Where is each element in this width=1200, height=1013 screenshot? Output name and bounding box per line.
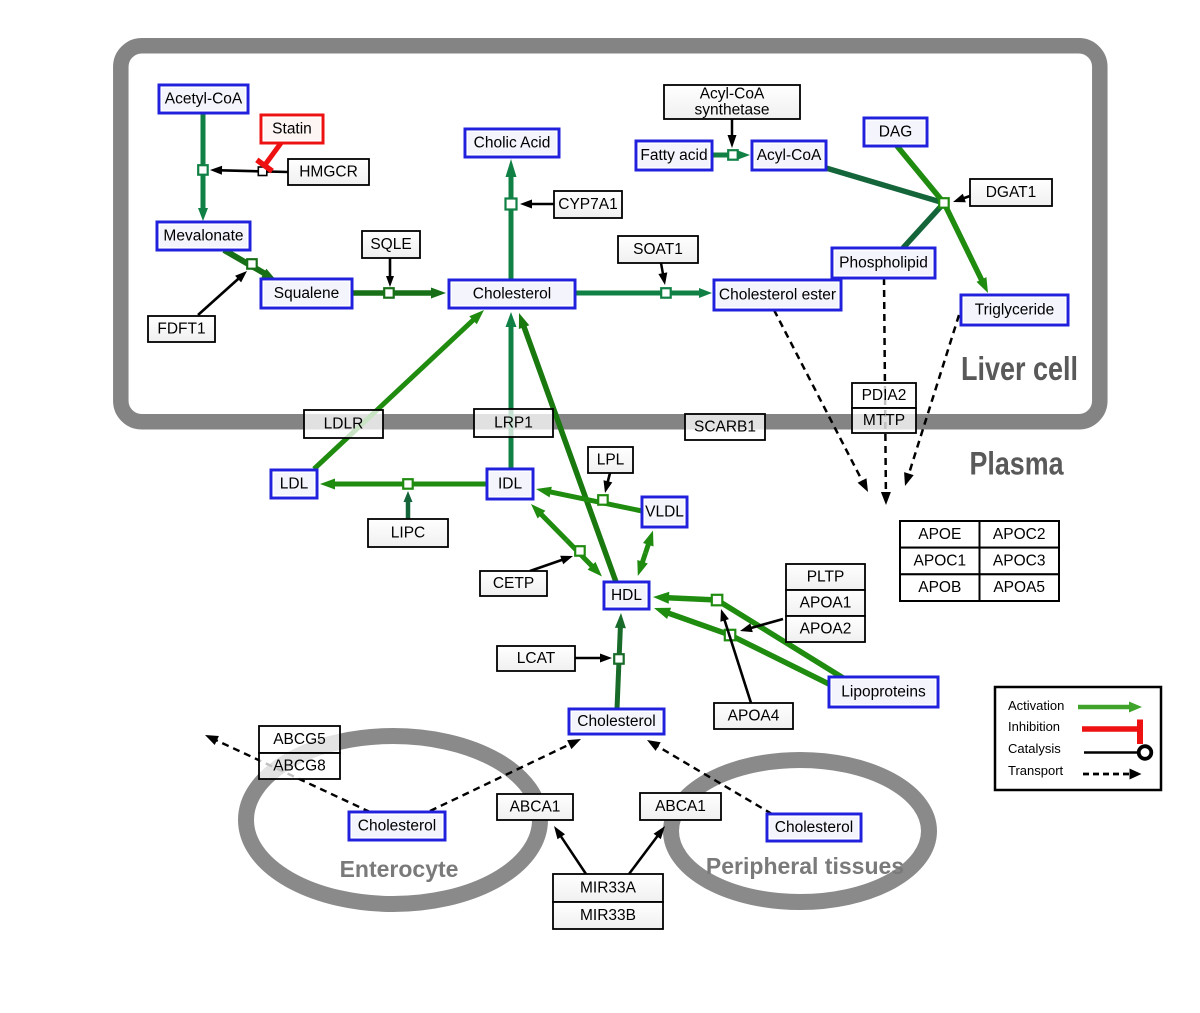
svg-text:Activation: Activation [1008, 698, 1064, 713]
svg-text:ABCG8: ABCG8 [273, 758, 326, 775]
svg-text:IDL: IDL [498, 476, 523, 493]
svg-text:Fatty acid: Fatty acid [640, 147, 707, 164]
svg-text:SOAT1: SOAT1 [633, 241, 683, 258]
svg-text:LPL: LPL [597, 452, 625, 469]
svg-text:Lipoproteins: Lipoproteins [841, 684, 926, 701]
svg-text:CYP7A1: CYP7A1 [558, 196, 617, 213]
svg-text:APOB: APOB [918, 579, 961, 596]
svg-text:DAG: DAG [879, 124, 913, 141]
svg-text:MIR33B: MIR33B [580, 907, 636, 924]
svg-text:APOA4: APOA4 [728, 708, 780, 725]
svg-text:Cholesterol: Cholesterol [775, 819, 853, 836]
svg-text:Catalysis: Catalysis [1008, 741, 1061, 756]
svg-text:LCAT: LCAT [517, 650, 556, 667]
svg-text:APOC1: APOC1 [914, 553, 967, 570]
svg-text:LRP1: LRP1 [494, 415, 533, 432]
svg-text:PDIA2: PDIA2 [862, 387, 907, 404]
svg-text:Acyl-CoA: Acyl-CoA [757, 147, 822, 164]
svg-text:APOA2: APOA2 [800, 621, 852, 638]
svg-text:APOE: APOE [918, 526, 961, 543]
svg-text:Squalene: Squalene [274, 285, 340, 302]
svg-text:Transport: Transport [1008, 763, 1064, 778]
svg-text:CETP: CETP [493, 575, 534, 592]
svg-text:LDL: LDL [280, 476, 309, 493]
svg-text:Plasma: Plasma [970, 446, 1064, 482]
svg-text:APOA5: APOA5 [993, 579, 1045, 596]
svg-text:HMGCR: HMGCR [299, 164, 358, 181]
svg-text:MIR33A: MIR33A [580, 880, 637, 897]
svg-text:Acyl-CoA: Acyl-CoA [700, 85, 765, 102]
svg-text:Triglyceride: Triglyceride [975, 302, 1055, 319]
svg-text:synthetase: synthetase [695, 102, 770, 119]
svg-text:HDL: HDL [611, 587, 642, 604]
svg-text:SCARB1: SCARB1 [694, 419, 756, 436]
svg-text:VLDL: VLDL [645, 504, 684, 521]
svg-text:Phospholipid: Phospholipid [839, 255, 928, 272]
svg-text:ABCA1: ABCA1 [655, 798, 706, 815]
svg-text:Cholic Acid: Cholic Acid [474, 135, 551, 152]
svg-text:Cholesterol: Cholesterol [358, 818, 436, 835]
svg-text:Cholesterol ester: Cholesterol ester [719, 287, 836, 304]
svg-text:Inhibition: Inhibition [1008, 719, 1060, 734]
svg-text:Cholesterol: Cholesterol [473, 286, 551, 303]
svg-text:APOA1: APOA1 [800, 595, 852, 612]
svg-text:Mevalonate: Mevalonate [163, 228, 243, 245]
svg-text:SQLE: SQLE [370, 236, 411, 253]
svg-text:APOC3: APOC3 [993, 553, 1046, 570]
svg-text:APOC2: APOC2 [993, 526, 1046, 543]
svg-text:FDFT1: FDFT1 [157, 321, 205, 338]
svg-text:LDLR: LDLR [324, 416, 364, 433]
svg-text:Peripheral tissues: Peripheral tissues [706, 853, 904, 879]
svg-text:MTTP: MTTP [863, 412, 905, 429]
svg-text:Cholesterol: Cholesterol [577, 713, 655, 730]
svg-text:LIPC: LIPC [391, 525, 425, 542]
svg-text:ABCA1: ABCA1 [510, 799, 561, 816]
svg-text:Liver cell: Liver cell [961, 350, 1078, 387]
svg-text:Enterocyte: Enterocyte [340, 856, 459, 882]
svg-text:ABCG5: ABCG5 [273, 731, 326, 748]
svg-text:PLTP: PLTP [807, 569, 845, 586]
svg-text:DGAT1: DGAT1 [986, 184, 1037, 201]
svg-text:Statin: Statin [272, 121, 312, 138]
svg-text:Acetyl-CoA: Acetyl-CoA [165, 91, 243, 108]
